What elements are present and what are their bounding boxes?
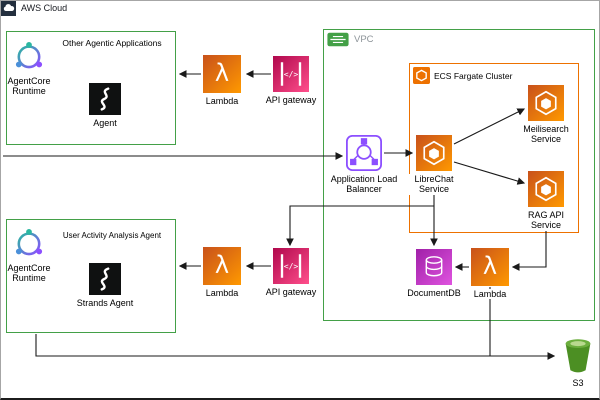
node-api-gateway-2: </> API gateway: [253, 248, 329, 298]
ecs-service-icon: [528, 171, 564, 207]
agent-icon: [89, 83, 121, 115]
vpc-label: VPC: [354, 34, 374, 45]
aws-cloud-tag: AWS Cloud: [1, 1, 67, 16]
api-gateway-glyph: </>: [284, 261, 299, 271]
lambda-icon: λ: [203, 247, 241, 285]
node-s3: S3: [558, 335, 598, 388]
ecs-cluster-title: ECS Fargate Cluster: [434, 70, 513, 81]
node-agentcore-runtime-1: AgentCore Runtime: [2, 39, 56, 97]
group-other-title: Other Agentic Applications: [62, 38, 162, 48]
lambda-icon: λ: [203, 55, 241, 93]
node-lambda-2: λ Lambda: [184, 247, 260, 298]
group-ecs-fargate-cluster: [409, 63, 579, 233]
node-strands-agent: Strands Agent: [67, 263, 143, 308]
node-label: DocumentDB: [406, 288, 462, 299]
api-gateway-icon: </>: [273, 248, 309, 284]
node-label: Lambda: [472, 289, 508, 300]
lambda-glyph: λ: [214, 59, 230, 87]
node-label: Strands Agent: [76, 298, 134, 308]
strands-agent-icon: [89, 263, 121, 295]
s3-bucket-icon: [565, 339, 591, 373]
group-vpc: [323, 29, 595, 321]
node-api-gateway-1: </> API gateway: [253, 56, 329, 106]
agentcore-runtime-icon: [15, 42, 43, 69]
node-label: AgentCore Runtime: [7, 76, 51, 97]
node-lambda-3: λ Lambda: [460, 248, 520, 300]
node-label: RAG API Service: [518, 210, 574, 231]
node-lambda-1: λ Lambda: [184, 55, 260, 106]
ecs-service-icon: [528, 85, 564, 121]
documentdb-icon: [416, 249, 452, 285]
group-user-title: User Activity Analysis Agent: [62, 231, 162, 240]
node-label: Application Load Balancer: [330, 174, 398, 195]
lambda-glyph: λ: [482, 252, 498, 280]
node-agentcore-runtime-2: AgentCore Runtime: [2, 226, 56, 284]
vpc-tag: VPC: [327, 32, 374, 47]
aws-cloud-icon: [1, 1, 16, 16]
node-label: S3: [572, 378, 584, 388]
node-rag-api-service: RAG API Service: [518, 171, 574, 231]
node-agent: Agent: [75, 83, 135, 128]
node-label: LibreChat Service: [399, 174, 469, 195]
api-gateway-glyph: </>: [284, 69, 299, 79]
ecs-icon: [413, 67, 430, 84]
alb-icon: [346, 135, 382, 171]
node-label: API gateway: [264, 287, 318, 298]
group-user-activity-agent: [6, 219, 176, 333]
group-other-agentic-apps: [6, 31, 176, 145]
node-label: Agent: [93, 118, 117, 128]
ecs-cluster-header: ECS Fargate Cluster: [413, 67, 512, 84]
lambda-glyph: λ: [214, 251, 230, 279]
node-librechat-service: LibreChat Service: [399, 135, 469, 195]
node-meilisearch-service: Meilisearch Service: [511, 85, 581, 145]
node-label: API gateway: [264, 95, 318, 106]
arrow-user-agent-to-s3: [35, 334, 556, 360]
node-label: Lambda: [205, 288, 239, 298]
node-label: AgentCore Runtime: [7, 263, 51, 284]
lambda-icon: λ: [471, 248, 509, 286]
node-documentdb: DocumentDB: [396, 249, 472, 299]
aws-cloud-label: AWS Cloud: [21, 3, 68, 13]
node-label: Meilisearch Service: [523, 124, 569, 145]
vpc-icon: [327, 32, 349, 47]
ecs-service-icon: [416, 135, 452, 171]
node-alb: Application Load Balancer: [322, 135, 406, 195]
node-label: Lambda: [205, 96, 239, 106]
agentcore-runtime-icon: [15, 229, 43, 256]
api-gateway-icon: </>: [273, 56, 309, 92]
